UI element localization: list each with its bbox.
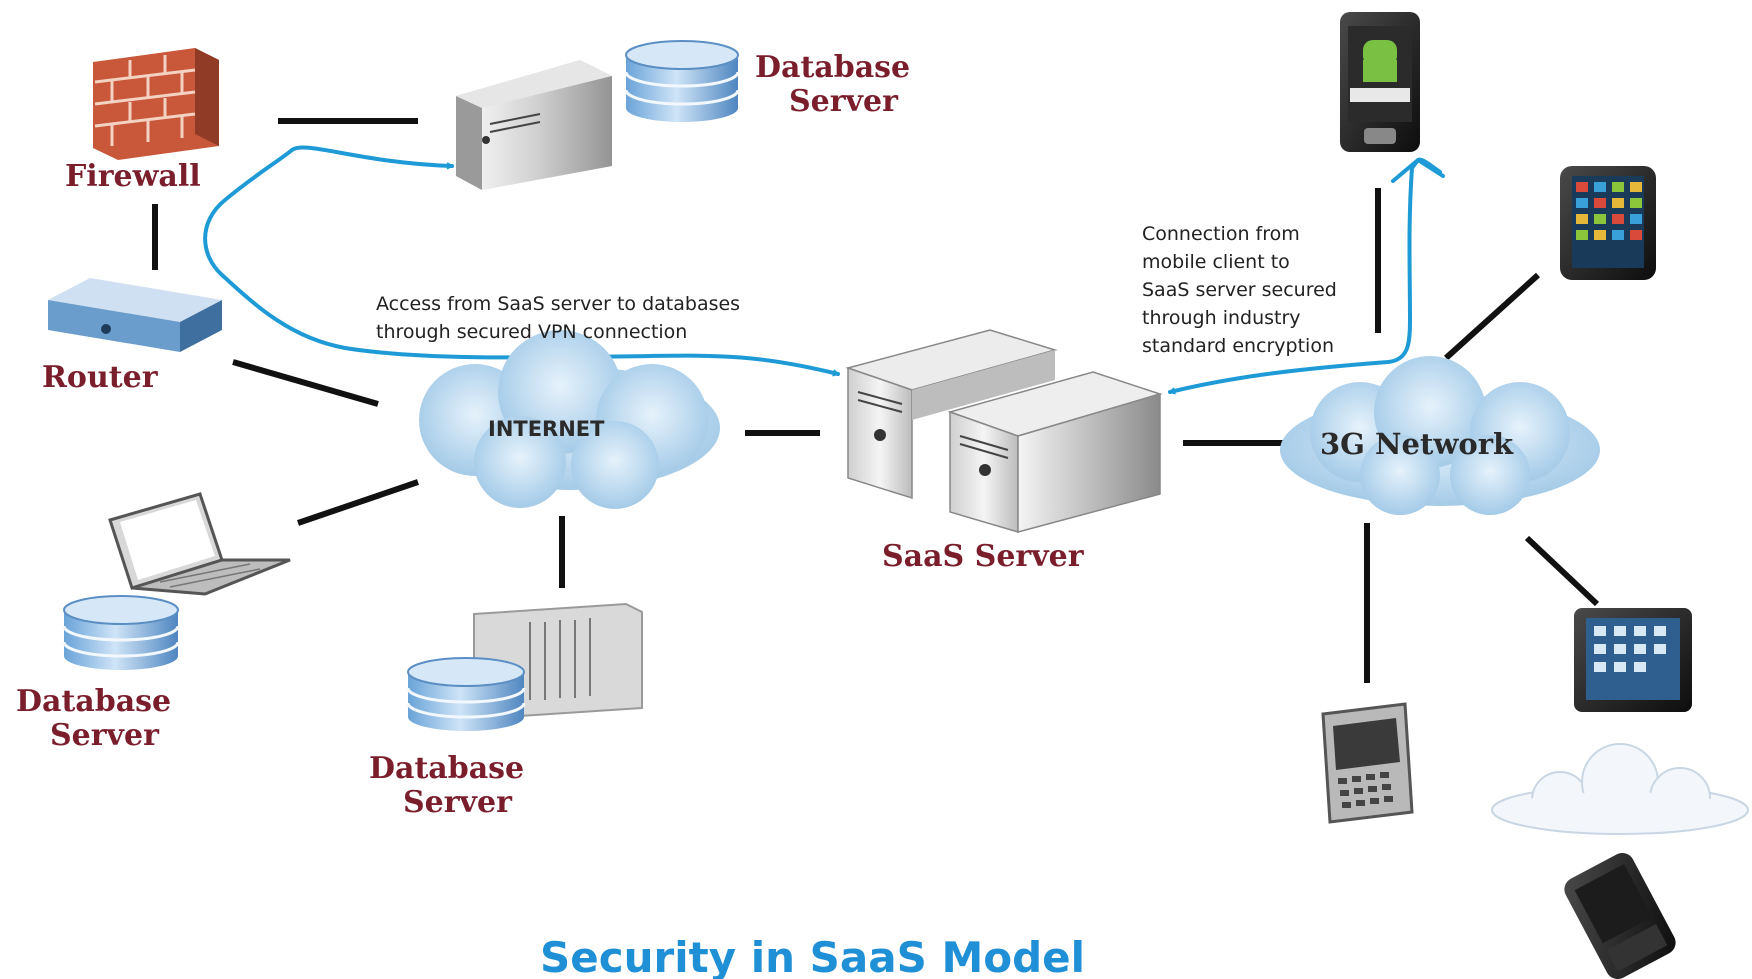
mobile-annotation-line4: through industry [1142, 307, 1301, 329]
database-bottom-label-line1: Database [369, 751, 524, 786]
router-label: Router [42, 360, 159, 395]
database-stack-icon [406, 657, 526, 731]
3g-network-cloud-icon [1280, 356, 1600, 515]
database-bottom-label-line2: Server [403, 785, 513, 820]
encrypted-flow-arrowhead-mobile [1391, 158, 1445, 183]
brick-firewall-icon [93, 48, 219, 160]
mobile-annotation-line3: SaaS server secured [1142, 279, 1337, 301]
firewall-label: Firewall [65, 159, 201, 194]
database-top-label-line1: Database [755, 50, 910, 85]
mobile-annotation-line5: standard encryption [1142, 335, 1334, 357]
encrypted-flow-arrow-to-mobile [1170, 157, 1442, 392]
cloud-icon [1491, 743, 1749, 835]
android-smartphone-icon [1340, 12, 1420, 152]
link-3g-ipad [1524, 535, 1600, 607]
link-laptop-internet [297, 479, 419, 526]
link-router-internet [232, 359, 379, 407]
mobile-annotation-line1: Connection from [1142, 223, 1300, 245]
database-top-label-line2: Server [789, 84, 899, 119]
internet-cloud-icon [419, 330, 720, 509]
vpn-annotation-line1: Access from SaaS server to databases [376, 293, 740, 315]
laptop-icon [108, 492, 291, 596]
mobile-annotation-line2: mobile client to [1142, 251, 1290, 273]
saas-server-icon [845, 329, 1163, 534]
database-stack-icon [62, 595, 180, 670]
server-tower-icon [456, 60, 612, 190]
slider-phone-icon [1564, 852, 1676, 979]
iphone-icon [1560, 166, 1656, 280]
ipad-tablet-icon [1574, 608, 1692, 712]
internet-label: INTERNET [488, 417, 605, 441]
database-left-label-line1: Database [16, 684, 171, 719]
router-icon [48, 278, 222, 352]
vpn-annotation-line2: through secured VPN connection [376, 321, 687, 343]
3g-network-label: 3G Network [1320, 427, 1514, 461]
vpn-flow-arrow-to-dbserver [203, 145, 838, 374]
link-3g-iphone [1443, 272, 1541, 361]
saas-server-label: SaaS Server [882, 539, 1085, 574]
blackberry-phone-icon [1321, 702, 1414, 824]
database-stack-icon [624, 40, 740, 122]
database-left-label-line2: Server [50, 718, 160, 753]
diagram-title: Security in SaaS Model [540, 933, 1085, 979]
